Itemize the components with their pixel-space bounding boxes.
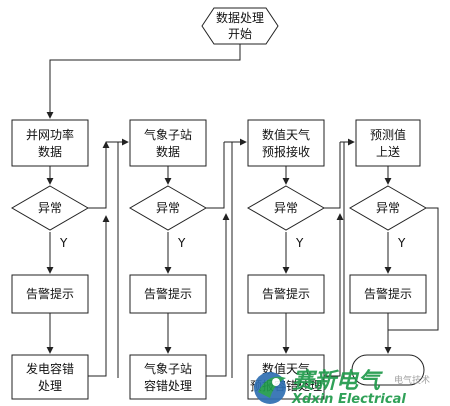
connector-into-col3 — [231, 138, 247, 378]
col2-alarm-label: 告警提示 — [144, 286, 192, 301]
col1-decision-label: 异常 — [38, 201, 62, 215]
col1-handle-box — [11, 354, 89, 400]
col1-decision-diamond — [11, 185, 89, 231]
col3-yes-label: Y — [295, 236, 304, 250]
col3-input-box — [247, 119, 325, 167]
connector-col2-no — [206, 142, 225, 209]
col3-decision-label: 异常 — [274, 201, 298, 215]
connector-col3-no — [324, 142, 341, 209]
col2-alarm-box — [129, 274, 207, 314]
col1-alarm-box — [11, 274, 89, 314]
col1-handle-line2: 处理 — [38, 379, 62, 393]
col4-input-box — [355, 119, 421, 167]
col1-input-line1: 并网功率 — [26, 127, 74, 142]
watermark: 赛新电气 Xdxin Electrical 电气技术 — [254, 368, 430, 406]
col2-handle-line1: 气象子站 — [144, 361, 192, 376]
start-label-line1: 数据处理 — [216, 10, 264, 25]
col2-input-line1: 气象子站 — [144, 127, 192, 142]
connector-start-to-col1 — [46, 44, 241, 119]
connector-into-col2 — [117, 138, 129, 378]
col4-yes-label: Y — [397, 236, 406, 250]
watermark-brand-cn: 赛新电气 — [292, 368, 383, 394]
connector-col2-handle-return — [206, 213, 230, 377]
connector-col1-no — [88, 141, 110, 209]
start-label-line2: 开始 — [228, 27, 252, 41]
col2-decision-diamond — [129, 185, 207, 231]
col2-yes-label: Y — [177, 236, 186, 250]
col1-alarm-label: 告警提示 — [26, 286, 74, 301]
col4-input-line2: 上送 — [376, 144, 400, 159]
connector-col1-handle-return — [88, 215, 110, 377]
col2-input-box — [129, 119, 207, 167]
connector-into-col4 — [343, 138, 355, 378]
col2-handle-box — [129, 354, 207, 400]
col4-input-line1: 预测值 — [370, 127, 406, 142]
col3-handle-line1: 数值天气 — [262, 361, 310, 376]
col3-alarm-box — [247, 274, 325, 314]
column-1: 并网功率 数据 异常 Y 告警提示 发电容错 处理 — [11, 119, 89, 400]
col4-alarm-box — [349, 274, 427, 314]
col1-input-box — [11, 119, 89, 167]
col1-yes-label: Y — [59, 236, 68, 250]
watermark-brand-en: Xdxin Electrical — [291, 392, 406, 406]
connector-col4-no-loop — [388, 207, 439, 331]
col3-input-line2: 预报接收 — [262, 144, 310, 159]
col1-input-line2: 数据 — [38, 144, 62, 159]
col1-handle-line1: 发电容错 — [26, 361, 74, 376]
col2-input-line2: 数据 — [156, 144, 180, 159]
col3-input-line1: 数值天气 — [262, 127, 310, 142]
column-4: 预测值 上送 异常 Y 告警提示 — [349, 119, 427, 386]
col4-decision-label: 异常 — [376, 201, 400, 215]
col3-alarm-label: 告警提示 — [262, 286, 310, 301]
col4-alarm-label: 告警提示 — [364, 286, 412, 301]
connector-col3-handle-return — [324, 213, 344, 377]
watermark-side-text: 电气技术 — [394, 374, 430, 386]
col4-end-terminal — [351, 354, 425, 386]
column-2: 气象子站 数据 异常 Y 告警提示 气象子站 容错处理 — [129, 119, 207, 400]
col2-handle-line2: 容错处理 — [144, 378, 192, 393]
connectors — [46, 44, 439, 378]
col2-decision-label: 异常 — [156, 201, 180, 215]
col4-decision-diamond — [349, 185, 427, 231]
start-hexagon — [201, 7, 279, 45]
start-node: 数据处理 开始 — [201, 7, 279, 45]
col3-decision-diamond — [247, 185, 325, 231]
brand-logo-icon — [254, 372, 286, 404]
